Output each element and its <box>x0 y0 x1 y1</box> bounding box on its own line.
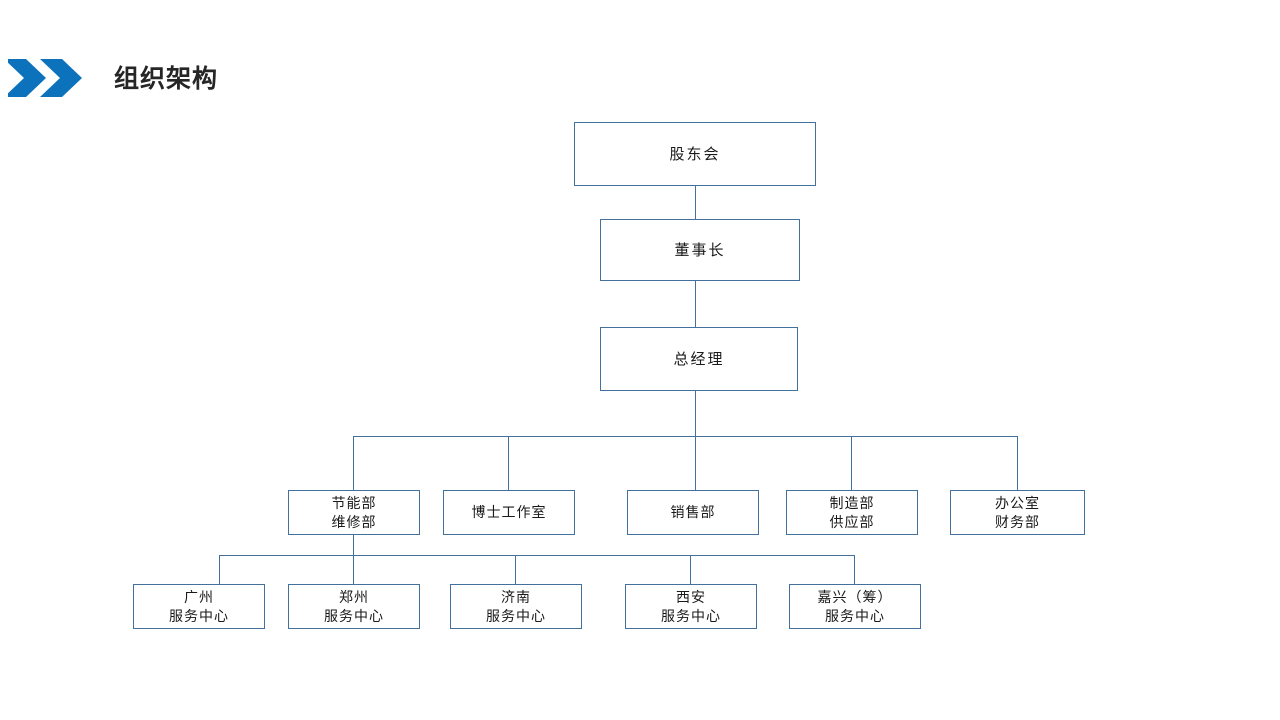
page-title: 组织架构 <box>114 65 219 93</box>
node-label-line2: 供应部 <box>829 513 875 530</box>
node-sales[interactable]: 销售部 <box>627 490 759 535</box>
node-label-line2: 服务中心 <box>324 607 384 624</box>
connector-center-bus <box>219 555 855 556</box>
node-doctoral-studio[interactable]: 博士工作室 <box>443 490 575 535</box>
connector-gm-to-dept-bus <box>695 390 696 436</box>
connector-bus-to-xian-center <box>690 555 691 584</box>
connector-bus-to-doctoral-studio <box>508 436 509 490</box>
connector-shareholders-to-chairman <box>695 185 696 219</box>
connector-bus-to-zhengzhou-center <box>353 555 354 584</box>
node-label-line1: 西安 <box>676 588 706 605</box>
connector-bus-to-sales <box>695 436 696 490</box>
node-label: 总经理 <box>673 350 725 368</box>
node-jinan-center[interactable]: 济南 服务中心 <box>450 584 582 629</box>
node-label-line2: 维修部 <box>331 513 377 530</box>
node-guangzhou-center[interactable]: 广州 服务中心 <box>133 584 265 629</box>
node-shareholders[interactable]: 股东会 <box>574 122 816 186</box>
node-label-line2: 服务中心 <box>169 607 229 624</box>
node-label-line2: 服务中心 <box>486 607 546 624</box>
node-label-line2: 服务中心 <box>661 607 721 624</box>
connector-bus-to-jinan-center <box>515 555 516 584</box>
node-xian-center[interactable]: 西安 服务中心 <box>625 584 757 629</box>
node-manufacturing-supply[interactable]: 制造部 供应部 <box>786 490 918 535</box>
node-label-line1: 销售部 <box>670 504 716 520</box>
connector-bus-to-manufacturing-supply <box>851 436 852 490</box>
node-label-line1: 制造部 <box>829 494 875 511</box>
node-general-manager[interactable]: 总经理 <box>600 327 798 391</box>
node-label-line1: 郑州 <box>339 588 369 605</box>
slide-header: 组织架构 <box>0 0 1280 120</box>
double-chevron-right-icon <box>4 57 88 99</box>
connector-bus-to-office-finance <box>1017 436 1018 490</box>
node-label-line2: 财务部 <box>995 513 1040 530</box>
node-zhengzhou-center[interactable]: 郑州 服务中心 <box>288 584 420 629</box>
node-label-line1: 博士工作室 <box>471 504 547 520</box>
node-energy-maintenance[interactable]: 节能部 维修部 <box>288 490 420 535</box>
connector-dept-bus <box>353 436 1018 437</box>
node-label-line1: 嘉兴（筹） <box>817 588 893 605</box>
connector-chairman-to-gm <box>695 280 696 327</box>
node-label-line1: 广州 <box>184 588 214 605</box>
connector-bus-to-jiaxing-center <box>854 555 855 584</box>
connector-bus-to-guangzhou-center <box>219 555 220 584</box>
node-office-finance[interactable]: 办公室 财务部 <box>950 490 1085 535</box>
connector-energy-to-center-bus <box>353 534 354 555</box>
node-label-line1: 节能部 <box>331 494 377 511</box>
node-label-line1: 办公室 <box>995 494 1040 511</box>
node-label: 董事长 <box>674 241 726 259</box>
node-label-line2: 服务中心 <box>825 607 885 624</box>
node-jiaxing-center[interactable]: 嘉兴（筹） 服务中心 <box>789 584 921 629</box>
node-chairman[interactable]: 董事长 <box>600 219 800 281</box>
connector-bus-to-energy-maintenance <box>353 436 354 490</box>
node-label-line1: 济南 <box>501 588 531 605</box>
node-label: 股东会 <box>669 145 721 163</box>
